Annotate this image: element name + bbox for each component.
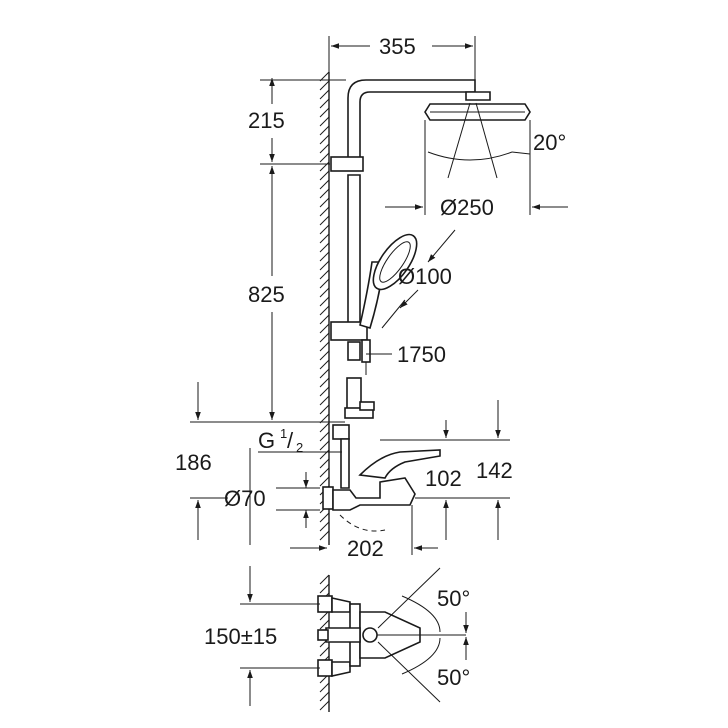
hatch-line	[319, 206, 330, 217]
hatch-line	[319, 143, 330, 154]
hatch-line	[319, 134, 330, 145]
hatch-line	[319, 368, 330, 379]
label-102: 102	[425, 466, 462, 491]
hatch-line	[319, 395, 330, 406]
hatch-line	[319, 359, 330, 370]
hatch-line	[319, 350, 330, 361]
shower-column	[330, 79, 476, 419]
label-186: 186	[175, 450, 212, 475]
hatch-line	[319, 691, 330, 702]
label-thread-num: 1	[280, 426, 287, 441]
label-825: 825	[248, 282, 285, 307]
hatch-line	[319, 233, 330, 244]
hatch-line	[319, 619, 330, 630]
mixer-front-view	[317, 595, 466, 677]
label-20-degrees: 20°	[533, 130, 566, 155]
hatch-line	[319, 98, 330, 109]
hatch-line	[319, 530, 330, 541]
label-202: 202	[347, 536, 384, 561]
label-355: 355	[379, 34, 416, 59]
wall-hatching	[319, 71, 330, 541]
hatch-line	[319, 251, 330, 262]
wall	[319, 71, 330, 545]
upper-wall-bracket	[330, 156, 364, 172]
hatch-line	[319, 296, 330, 307]
hand-shower	[359, 233, 418, 329]
hatch-line	[319, 161, 330, 172]
hatch-line	[319, 467, 330, 478]
hatch-line	[319, 458, 330, 469]
mixer-side-view	[322, 424, 441, 532]
label-dia-250: Ø250	[440, 195, 494, 220]
label-dia-70: Ø70	[224, 486, 266, 511]
hatch-line	[319, 431, 330, 442]
hatch-line	[319, 476, 330, 487]
hatch-line	[319, 377, 330, 388]
label-50-degrees-upper: 50°	[437, 586, 470, 611]
hatch-line	[319, 107, 330, 118]
hand-shower-holder	[330, 321, 368, 341]
hatch-line	[319, 80, 330, 91]
label-thread-slash: /	[287, 428, 294, 453]
hatch-line	[319, 386, 330, 397]
label-thread-den: 2	[296, 440, 303, 455]
hatch-line	[319, 188, 330, 199]
hatch-line	[319, 179, 330, 190]
hatch-line	[319, 574, 330, 585]
hatch-line	[319, 646, 330, 657]
hatch-line	[319, 305, 330, 316]
hatch-line	[319, 89, 330, 100]
hatch-line	[319, 449, 330, 460]
dimension-labels: 355 215 825 20° Ø250 Ø100 1750 G 1 / 2 1…	[175, 34, 566, 690]
hatch-line	[319, 440, 330, 451]
hatch-line	[319, 125, 330, 136]
hatch-line	[319, 682, 330, 693]
label-thread: G	[258, 428, 275, 453]
hatch-line	[319, 700, 330, 711]
hatch-line	[319, 152, 330, 163]
hatch-line	[319, 224, 330, 235]
hatch-line	[319, 269, 330, 280]
hatch-line	[319, 242, 330, 253]
label-dia-100: Ø100	[398, 264, 452, 289]
hatch-line	[319, 323, 330, 334]
hatch-line	[319, 314, 330, 325]
hatch-line	[319, 332, 330, 343]
hatch-line	[319, 404, 330, 415]
label-50-degrees-lower: 50°	[437, 665, 470, 690]
hatch-line	[319, 341, 330, 352]
dimension-lines	[190, 36, 568, 706]
label-215: 215	[248, 108, 285, 133]
hatch-line	[319, 170, 330, 181]
hatch-line	[319, 215, 330, 226]
hatch-line	[319, 512, 330, 523]
head-shower	[424, 91, 531, 121]
hatch-line	[319, 583, 330, 594]
hatch-line	[319, 278, 330, 289]
hatch-line	[319, 197, 330, 208]
hatch-line	[319, 521, 330, 532]
hatch-line	[319, 422, 330, 433]
label-142: 142	[476, 458, 513, 483]
label-1750: 1750	[397, 342, 446, 367]
hatch-line	[319, 116, 330, 127]
label-150-15: 150±15	[204, 624, 277, 649]
hatch-line	[319, 260, 330, 271]
hatch-line	[319, 287, 330, 298]
